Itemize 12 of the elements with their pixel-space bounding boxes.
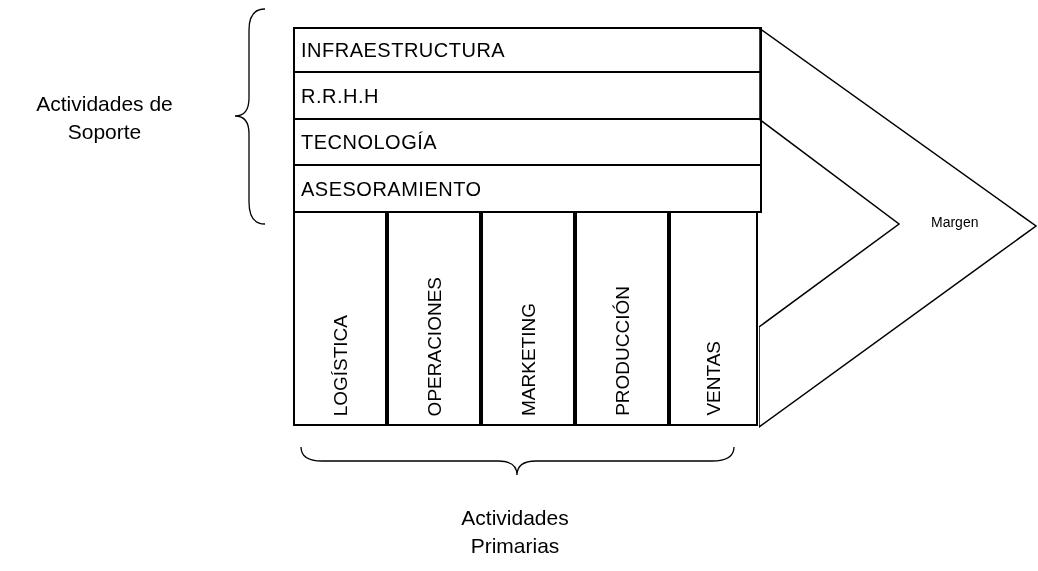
activity-row: INFRAESTRUCTURA xyxy=(293,27,762,73)
activity-column: PRODUCCIÓN xyxy=(575,211,669,426)
activity-row: R.R.H.H xyxy=(293,71,762,120)
group-label: Actividades de Soporte xyxy=(35,91,174,145)
activity-column: MARKETING xyxy=(481,211,575,426)
margin-label: Margen xyxy=(931,215,979,229)
activity-column: LOGÍSTICA xyxy=(293,211,387,426)
group-label: Actividades Primarias xyxy=(460,505,570,559)
activity-column: VENTAS xyxy=(669,211,758,426)
activity-column: OPERACIONES xyxy=(387,211,481,426)
activity-row: ASESORAMIENTO xyxy=(293,164,762,213)
activity-row: TECNOLOGÍA xyxy=(293,118,762,166)
